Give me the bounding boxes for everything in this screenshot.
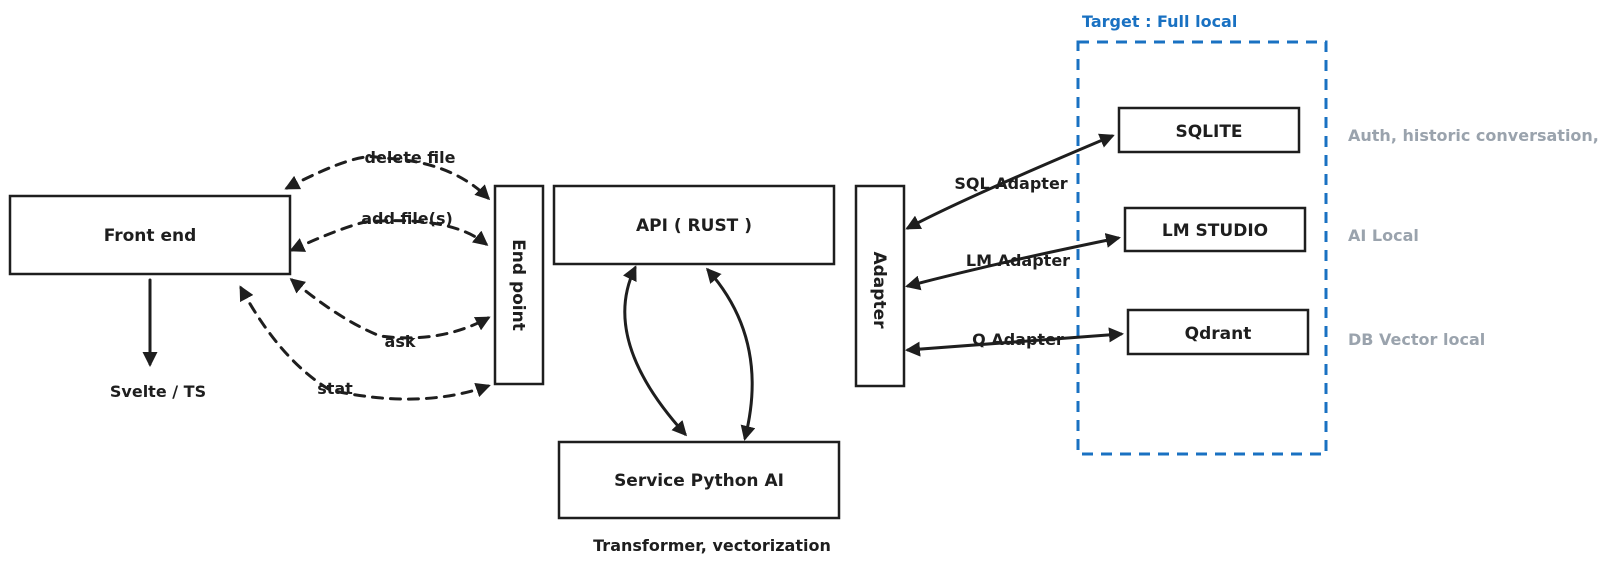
lm-adapter-arrow — [905, 233, 1121, 291]
adapter-label: Adapter — [869, 251, 889, 329]
service-to-api-arrow — [706, 267, 756, 441]
ask-label: ask — [385, 332, 416, 351]
front-end-label: Front end — [104, 226, 197, 246]
service-python-node: Service Python AI — [557, 440, 841, 520]
qdrant-node: Qdrant — [1126, 308, 1310, 356]
delete-file-label: delete file — [365, 148, 456, 167]
service-python-label: Service Python AI — [614, 471, 784, 491]
lm-studio-node: LM STUDIO — [1123, 206, 1307, 253]
adapter-node: Adapter — [854, 184, 906, 388]
sql-adapter-label: SQL Adapter — [954, 174, 1067, 193]
qdrant-note: DB Vector local — [1348, 330, 1485, 349]
lm-studio-label: LM STUDIO — [1162, 221, 1268, 241]
stat-arrow — [239, 285, 491, 401]
end-point-label: End point — [508, 239, 528, 331]
lm-adapter-label: LM Adapter — [966, 251, 1070, 270]
stat-label: stat — [317, 379, 353, 398]
svelte-ts-note: Svelte / TS — [110, 382, 206, 401]
sqlite-node: SQLITE — [1117, 106, 1301, 154]
sql-adapter-arrow — [905, 133, 1115, 230]
q-adapter-label: Q Adapter — [972, 330, 1064, 349]
ask-arrow — [289, 278, 491, 340]
q-adapter-arrow — [905, 327, 1124, 357]
front-end-node: Front end — [8, 194, 292, 276]
lm-studio-note: AI Local — [1348, 226, 1419, 245]
sqlite-label: SQLITE — [1175, 122, 1242, 142]
target-full-local-region — [1076, 40, 1328, 456]
add-files-label: add file(s) — [361, 209, 453, 228]
sqlite-note: Auth, historic conversation, ... — [1348, 126, 1606, 145]
target-title: Target : Full local — [1082, 12, 1237, 31]
api-node: API ( RUST ) — [552, 184, 836, 266]
qdrant-label: Qdrant — [1185, 324, 1252, 344]
api-label: API ( RUST ) — [636, 216, 752, 236]
api-to-service-arrow — [623, 265, 688, 437]
delete-file-arrow — [284, 155, 491, 201]
end-point-node: End point — [493, 184, 545, 386]
transformer-note: Transformer, vectorization — [593, 536, 831, 555]
